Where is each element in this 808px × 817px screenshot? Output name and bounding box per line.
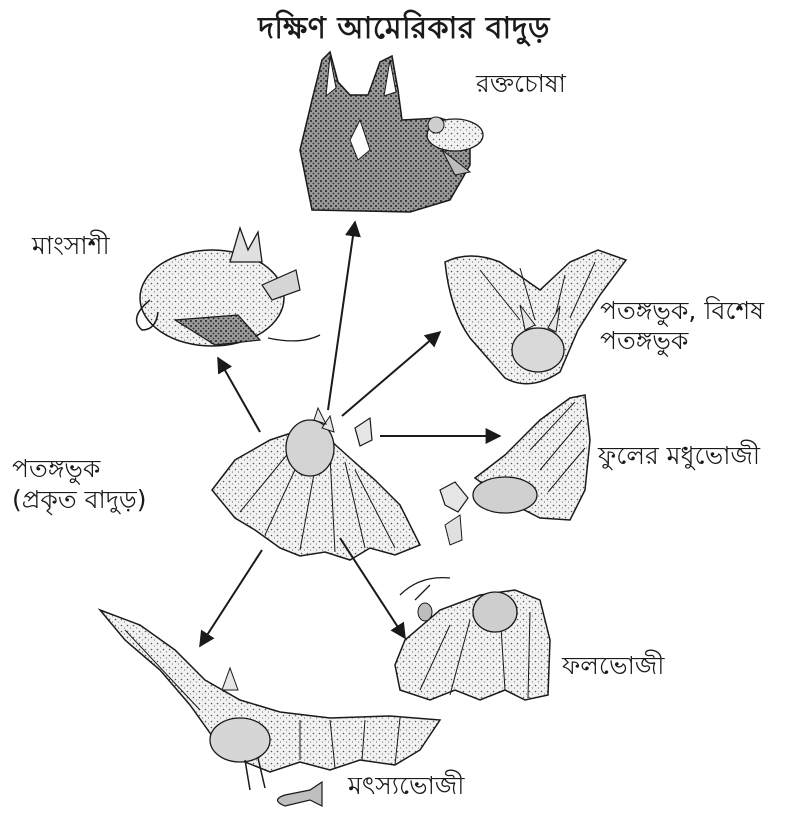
label-carnivore: মাংসাশী — [32, 230, 110, 261]
label-specialized-insectivore-line2: পতঙ্গভুক — [600, 325, 688, 356]
label-fruit-eater: ফলভোজী — [562, 650, 664, 681]
specialized-insectivore-bat-illustration — [445, 250, 626, 384]
arrow-to-carnivore — [218, 358, 260, 432]
arrow-to-specialized-insectivore — [342, 332, 440, 416]
vampire-bat-illustration — [300, 52, 483, 212]
label-original-insectivore-line2: (প্রকৃত বাদুড়) — [12, 484, 147, 515]
label-nectar-feeder: ফুলের মধুভোজী — [598, 440, 760, 471]
label-specialized-insectivore-line1: পতঙ্গভুক, বিশেষ — [600, 295, 764, 326]
carnivore-bat-illustration — [137, 228, 320, 346]
label-original-insectivore-line1: পতঙ্গভুক — [12, 453, 100, 484]
original-insectivore-bat-illustration — [212, 408, 420, 560]
fruit-eater-bat-illustration — [395, 578, 550, 700]
nectar-feeder-bat-illustration — [440, 395, 590, 545]
arrow-to-vampire — [328, 222, 355, 410]
label-vampire: রক্তচোষা — [476, 68, 566, 99]
arrow-to-fish-eater — [200, 550, 262, 646]
label-fish-eater: মৎস্যভোজী — [348, 770, 464, 801]
